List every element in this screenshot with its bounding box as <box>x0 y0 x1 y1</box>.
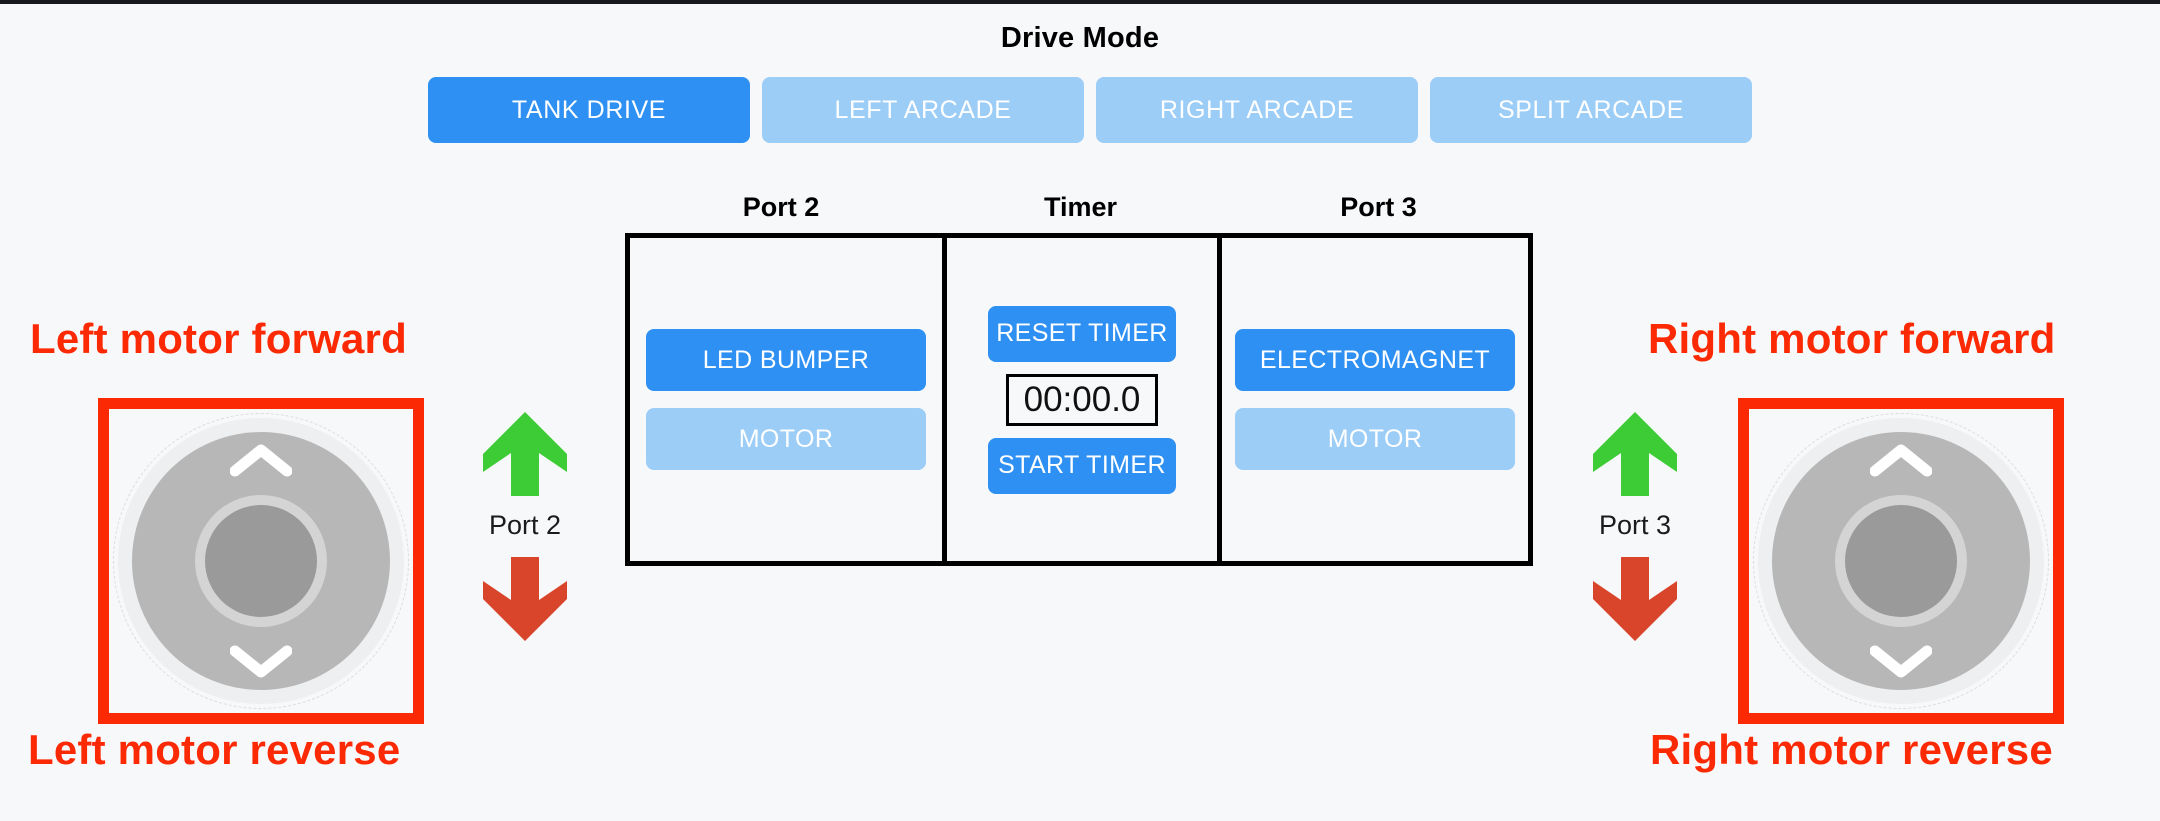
right-motor-reverse-annotation: Right motor reverse <box>1650 726 2053 773</box>
left-joystick[interactable] <box>98 398 424 724</box>
chevron-up-icon <box>230 443 292 477</box>
right-port-caption: Port 3 <box>1598 510 1672 540</box>
port2-led-bumper-button[interactable]: LED BUMPER <box>646 329 926 391</box>
left-motor-forward-annotation: Left motor forward <box>30 315 407 362</box>
left-joystick-knob[interactable] <box>205 505 317 617</box>
drive-mode-right-arcade-button[interactable]: RIGHT ARCADE <box>1096 77 1418 143</box>
left-port-caption: Port 2 <box>488 510 562 540</box>
top-divider <box>0 0 2160 4</box>
right-joystick-highlight-box <box>1738 398 2064 724</box>
timer-display: 00:00.0 <box>1006 373 1158 426</box>
drive-mode-left-arcade-button[interactable]: LEFT ARCADE <box>762 77 1084 143</box>
port3-heading: Port 3 <box>1340 192 1417 222</box>
drive-mode-tank-drive-button[interactable]: TANK DRIVE <box>428 77 750 143</box>
drive-mode-split-arcade-button[interactable]: SPLIT ARCADE <box>1430 77 1752 143</box>
right-motor-forward-annotation: Right motor forward <box>1648 315 2056 362</box>
left-motor-reverse-annotation: Left motor reverse <box>28 726 401 773</box>
left-joystick-highlight-box <box>98 398 424 724</box>
right-joystick-outer-ring <box>1753 413 2049 709</box>
arrow-up-icon <box>1593 412 1677 496</box>
right-joystick-knob[interactable] <box>1845 505 1957 617</box>
arrow-down-icon <box>483 557 567 641</box>
right-port-arrows: Port 3 <box>1565 408 1705 645</box>
port2-column: LED BUMPER MOTOR <box>630 238 942 561</box>
arrow-up-icon <box>483 412 567 496</box>
drive-mode-title: Drive Mode <box>1000 22 1160 54</box>
timer-heading: Timer <box>1043 192 1118 222</box>
left-joystick-outer-ring <box>113 413 409 709</box>
start-timer-button[interactable]: START TIMER <box>988 437 1176 494</box>
reset-timer-button[interactable]: RESET TIMER <box>988 305 1176 362</box>
chevron-up-icon <box>1870 443 1932 477</box>
chevron-down-icon <box>1870 645 1932 679</box>
port2-motor-button[interactable]: MOTOR <box>646 408 926 470</box>
port3-column: ELECTROMAGNET MOTOR <box>1222 238 1528 561</box>
drive-mode-button-group: TANK DRIVE LEFT ARCADE RIGHT ARCADE SPLI… <box>428 77 1752 143</box>
timer-column: RESET TIMER 00:00.0 START TIMER <box>942 238 1222 561</box>
arrow-down-icon <box>1593 557 1677 641</box>
port3-motor-button[interactable]: MOTOR <box>1235 408 1515 470</box>
port3-electromagnet-button[interactable]: ELECTROMAGNET <box>1235 329 1515 391</box>
port2-heading: Port 2 <box>742 192 820 222</box>
left-port-arrows: Port 2 <box>455 408 595 645</box>
panel-heading-row: Port 2 Timer Port 3 <box>625 192 1533 223</box>
right-joystick[interactable] <box>1738 398 2064 724</box>
chevron-down-icon <box>230 645 292 679</box>
accessory-panel: LED BUMPER MOTOR RESET TIMER 00:00.0 STA… <box>625 233 1533 566</box>
